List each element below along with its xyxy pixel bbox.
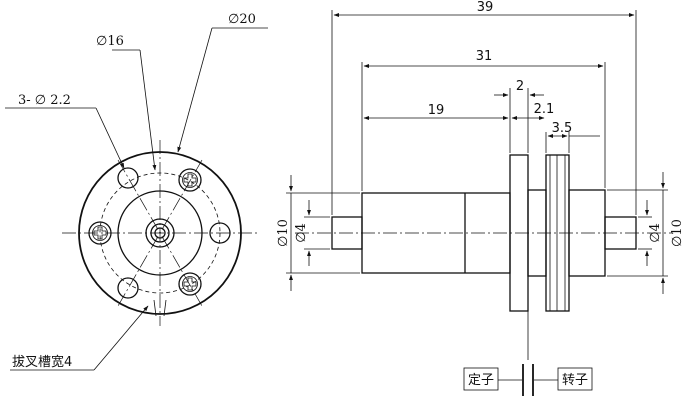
holes-label: 3- ∅ 2.2 — [18, 93, 71, 108]
dim-3-5-label: 3.5 — [552, 121, 573, 136]
side-view: 39 31 2 19 2.1 3.5 ∅10 ∅4 ∅4 ∅10 — [276, 0, 685, 396]
rotor-box — [557, 367, 593, 391]
dim-39-label: 39 — [477, 0, 494, 15]
mount-hole-top — [117, 167, 139, 189]
screw-top-right-icon — [178, 168, 202, 192]
screw-left-icon — [88, 221, 112, 245]
leader-holes — [95, 107, 125, 169]
leader-dia20 — [177, 27, 213, 153]
stator-label: 定子 — [468, 373, 494, 388]
dim-2-1-label: 2.1 — [534, 102, 555, 117]
leader-dia16 — [139, 49, 157, 171]
rotor-label: 转子 — [562, 373, 588, 388]
stator-box — [463, 367, 499, 391]
leader-fork — [93, 305, 149, 371]
screw-bottom-right-icon — [178, 272, 202, 296]
mount-hole-right — [209, 222, 231, 244]
mount-hole-bottom — [117, 277, 139, 299]
dia4-left-label: ∅4 — [294, 223, 309, 243]
fork-slot-lines — [153, 299, 167, 317]
dia16-label: ∅16 — [96, 34, 124, 49]
dim-2-label: 2 — [516, 79, 524, 94]
dia4-right-label: ∅4 — [648, 223, 663, 243]
front-view: ∅16 ∅20 3- ∅ 2.2 拔叉槽宽4 — [5, 12, 268, 371]
dia10-right-label: ∅10 — [670, 219, 685, 247]
dia20-label: ∅20 — [228, 12, 256, 27]
dia10-left-label: ∅10 — [276, 219, 291, 247]
dim-31-label: 31 — [476, 49, 493, 64]
fork-slot-label: 拔叉槽宽4 — [12, 354, 72, 370]
dim-19-label: 19 — [428, 103, 445, 118]
